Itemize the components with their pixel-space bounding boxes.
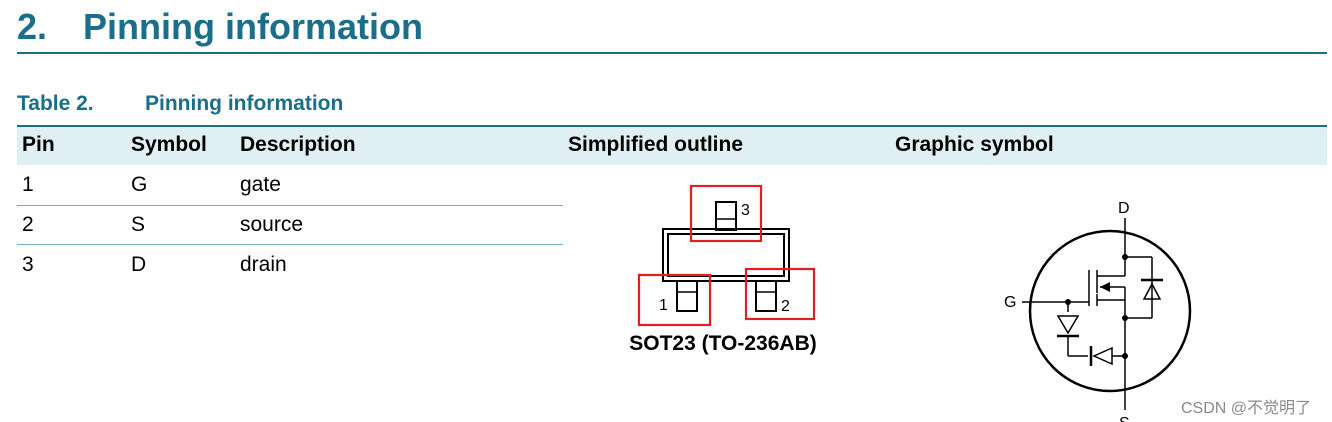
- row-2-pin: 2: [22, 213, 34, 236]
- pin-3-highlight: [689, 184, 763, 243]
- row-1-pin: 1: [22, 173, 34, 196]
- header-graphic-symbol: Graphic symbol: [895, 133, 1054, 156]
- row-divider: [17, 205, 563, 206]
- row-3-description: drain: [240, 253, 287, 276]
- watermark: CSDN @不觉明了: [1181, 400, 1312, 417]
- table-top-rule: [17, 125, 1327, 127]
- table-header-row: [17, 127, 1327, 165]
- symbol-circle: [1028, 229, 1192, 393]
- section-number: 2.: [17, 6, 48, 47]
- drain-label: D: [1118, 200, 1130, 217]
- pin-2-lead: [755, 280, 777, 312]
- package-body-inner: [667, 233, 785, 277]
- header-description: Description: [240, 133, 356, 156]
- package-label: SOT23 (TO-236AB): [629, 332, 817, 355]
- header-symbol: Symbol: [131, 133, 207, 156]
- row-3-symbol: D: [131, 253, 147, 276]
- source-label: S: [1119, 415, 1130, 422]
- section-divider: [17, 52, 1327, 54]
- pin-3-label: 3: [741, 202, 750, 219]
- row-2-description: source: [240, 213, 304, 236]
- row-1-symbol: G: [131, 173, 148, 196]
- pin-1-highlight: [637, 273, 712, 327]
- pin-1-lead: [676, 280, 698, 312]
- row-3-pin: 3: [22, 253, 34, 276]
- header-pin: Pin: [22, 133, 55, 156]
- section-heading: 2. Pinning information: [17, 6, 423, 48]
- pin-2-label: 2: [781, 298, 790, 315]
- table-title: Pinning information: [145, 92, 344, 115]
- pin-1-label: 1: [659, 297, 668, 314]
- table-number: Table 2.: [17, 92, 94, 115]
- gate-label: G: [1004, 294, 1016, 311]
- row-1-description: gate: [240, 173, 281, 196]
- section-title: Pinning information: [83, 6, 423, 47]
- pin-2-highlight: [744, 267, 816, 321]
- header-simplified-outline: Simplified outline: [568, 133, 744, 156]
- row-2-symbol: S: [131, 213, 146, 236]
- row-divider: [17, 244, 563, 245]
- table-caption: Table 2. Pinning information: [17, 92, 343, 116]
- pin-3-lead: [715, 201, 737, 231]
